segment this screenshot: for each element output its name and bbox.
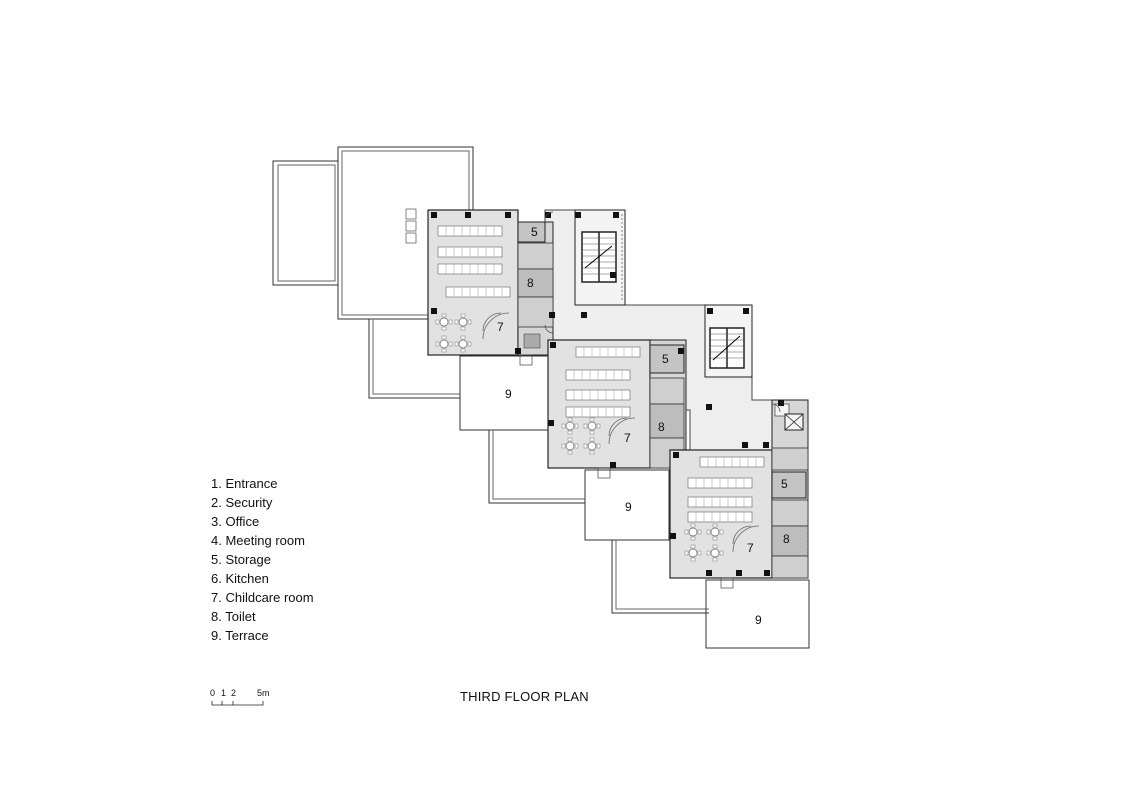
legend-item: 8. Toilet	[211, 609, 256, 624]
scale-label-0: 0	[210, 688, 215, 698]
label-storage-a: 5	[531, 225, 538, 239]
label-childcare-a: 7	[497, 320, 504, 334]
room-legend: 1. Entrance 2. Security 3. Office 4. Mee…	[211, 474, 314, 645]
scale-bar: 0 1 2 5m	[210, 688, 270, 706]
plan-title: THIRD FLOOR PLAN	[460, 689, 589, 704]
legend-item: 2. Security	[211, 495, 273, 510]
room-numbers: 5 8 7 9 5 8 7 9 5 8 7 9	[497, 225, 790, 627]
legend-item: 5. Storage	[211, 552, 271, 567]
roof-skylights	[405, 208, 417, 244]
label-terrace-b: 9	[625, 500, 632, 514]
door-marks	[519, 211, 781, 589]
legend-item: 1. Entrance	[211, 476, 278, 491]
label-toilet-c: 8	[783, 532, 790, 546]
label-terrace-a: 9	[505, 387, 512, 401]
legend-item: 4. Meeting room	[211, 533, 305, 548]
label-childcare-c: 7	[747, 541, 754, 555]
module-a	[427, 209, 619, 356]
module-b	[547, 308, 749, 469]
scale-label-1: 1	[221, 688, 226, 698]
label-childcare-b: 7	[624, 431, 631, 445]
stair-core-2	[704, 304, 753, 378]
label-toilet-b: 8	[658, 420, 665, 434]
label-storage-c: 5	[781, 477, 788, 491]
label-terrace-c: 9	[755, 613, 762, 627]
label-storage-b: 5	[662, 352, 669, 366]
legend-item: 7. Childcare room	[211, 590, 314, 605]
module-c	[669, 399, 809, 579]
stair-core-1	[574, 209, 626, 306]
scale-label-5m: 5m	[257, 688, 270, 698]
label-toilet-a: 8	[527, 276, 534, 290]
scale-label-2: 2	[231, 688, 236, 698]
facade-glazing	[427, 214, 809, 579]
legend-item: 3. Office	[211, 514, 260, 529]
legend-item: 9. Terrace	[211, 628, 269, 643]
legend-item: 6. Kitchen	[211, 571, 269, 586]
